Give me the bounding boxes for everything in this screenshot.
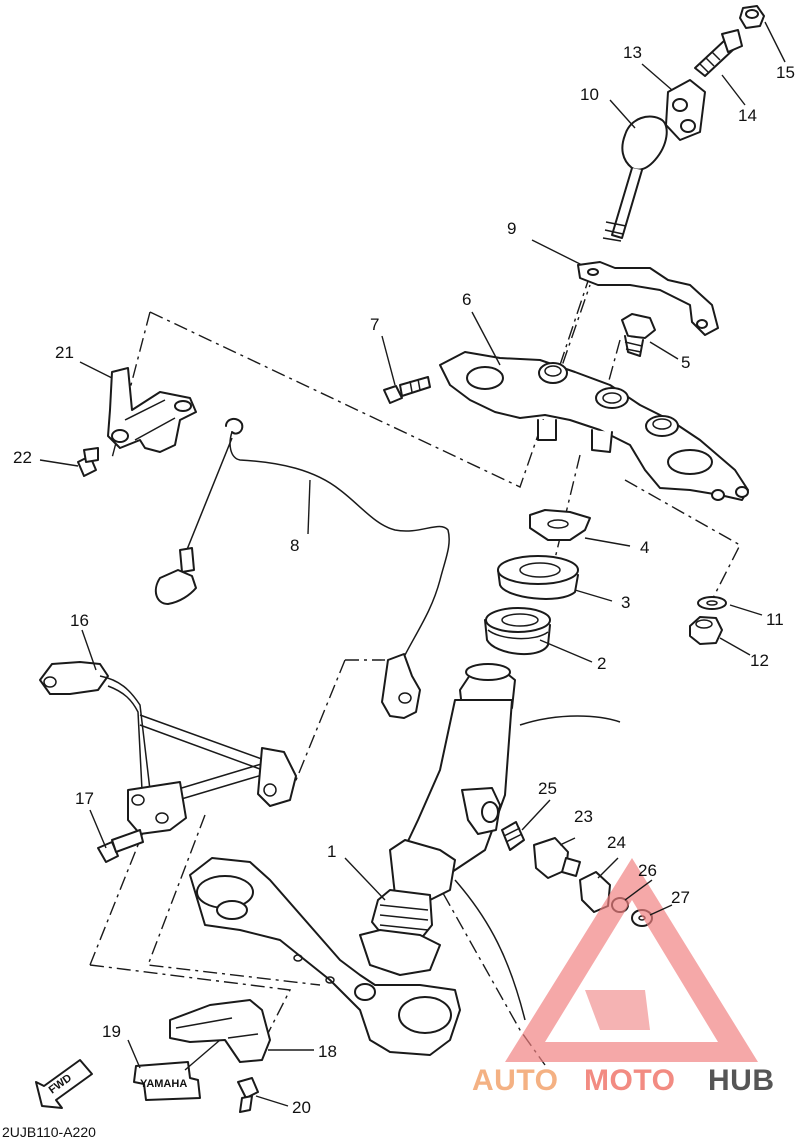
yamaha-label: YAMAHA xyxy=(133,1061,201,1101)
callout-3: 3 xyxy=(621,593,630,612)
callout-11: 11 xyxy=(766,610,784,629)
leader-lines xyxy=(39,21,786,1107)
callout-17: 17 xyxy=(75,789,94,808)
steering-lock xyxy=(501,821,653,927)
meter-stay xyxy=(39,661,297,863)
callout-7: 7 xyxy=(370,315,379,334)
steering-stem xyxy=(189,663,516,1056)
crown-bolt xyxy=(621,313,656,357)
callout-13: 13 xyxy=(623,43,642,62)
callout-16: 16 xyxy=(70,611,89,630)
callout-27: 27 xyxy=(671,888,690,907)
callout-10: 10 xyxy=(580,85,599,104)
watermark-text: AUTO MOTO HUB xyxy=(472,1064,775,1097)
bearing-set xyxy=(484,509,591,656)
lock-washer xyxy=(529,509,591,541)
callout-4: 4 xyxy=(640,538,649,557)
left-bracket xyxy=(77,367,197,477)
callout-18: 18 xyxy=(318,1042,337,1061)
handlebar-holder-assembly xyxy=(602,5,765,242)
brake-cable xyxy=(154,418,450,719)
diagram-code: 2UJB110-A220 xyxy=(2,1124,96,1140)
bracket-plate xyxy=(577,261,719,336)
callout-6: 6 xyxy=(462,290,471,309)
frame-outline xyxy=(454,715,621,1021)
yamaha-label-text: YAMAHA xyxy=(140,1078,187,1090)
callout-1: 1 xyxy=(327,842,336,861)
label-holder xyxy=(169,999,271,1113)
logo-triangle-icon xyxy=(505,858,758,1062)
callout-24: 24 xyxy=(607,833,626,852)
callout-21: 21 xyxy=(55,343,74,362)
assembly-lines xyxy=(89,274,741,1066)
callout-15: 15 xyxy=(776,63,795,82)
callout-12: 12 xyxy=(750,651,769,670)
callout-8: 8 xyxy=(290,536,299,555)
watermark-moto: MOTO xyxy=(584,1064,675,1097)
callout-14: 14 xyxy=(738,106,757,125)
watermark-hub: HUB xyxy=(708,1064,775,1097)
callout-22: 22 xyxy=(13,448,32,467)
callout-5: 5 xyxy=(681,353,690,372)
callout-26: 26 xyxy=(638,861,657,880)
watermark-logo xyxy=(505,858,758,1062)
callout-20: 20 xyxy=(292,1098,311,1117)
callout-23: 23 xyxy=(574,807,593,826)
under-bracket xyxy=(439,351,749,501)
watermark-auto: AUTO xyxy=(472,1064,558,1097)
fwd-arrow: FWD xyxy=(35,1059,93,1109)
callout-2: 2 xyxy=(597,654,606,673)
handlebar-holder xyxy=(621,115,668,171)
callout-19: 19 xyxy=(102,1022,121,1041)
callout-25: 25 xyxy=(538,779,557,798)
callout-9: 9 xyxy=(507,219,516,238)
side-bolt xyxy=(383,376,431,404)
washer-nut xyxy=(689,596,727,645)
callout-numbers: 1 2 3 4 5 6 7 8 9 10 11 12 13 14 15 16 1… xyxy=(13,43,795,1117)
